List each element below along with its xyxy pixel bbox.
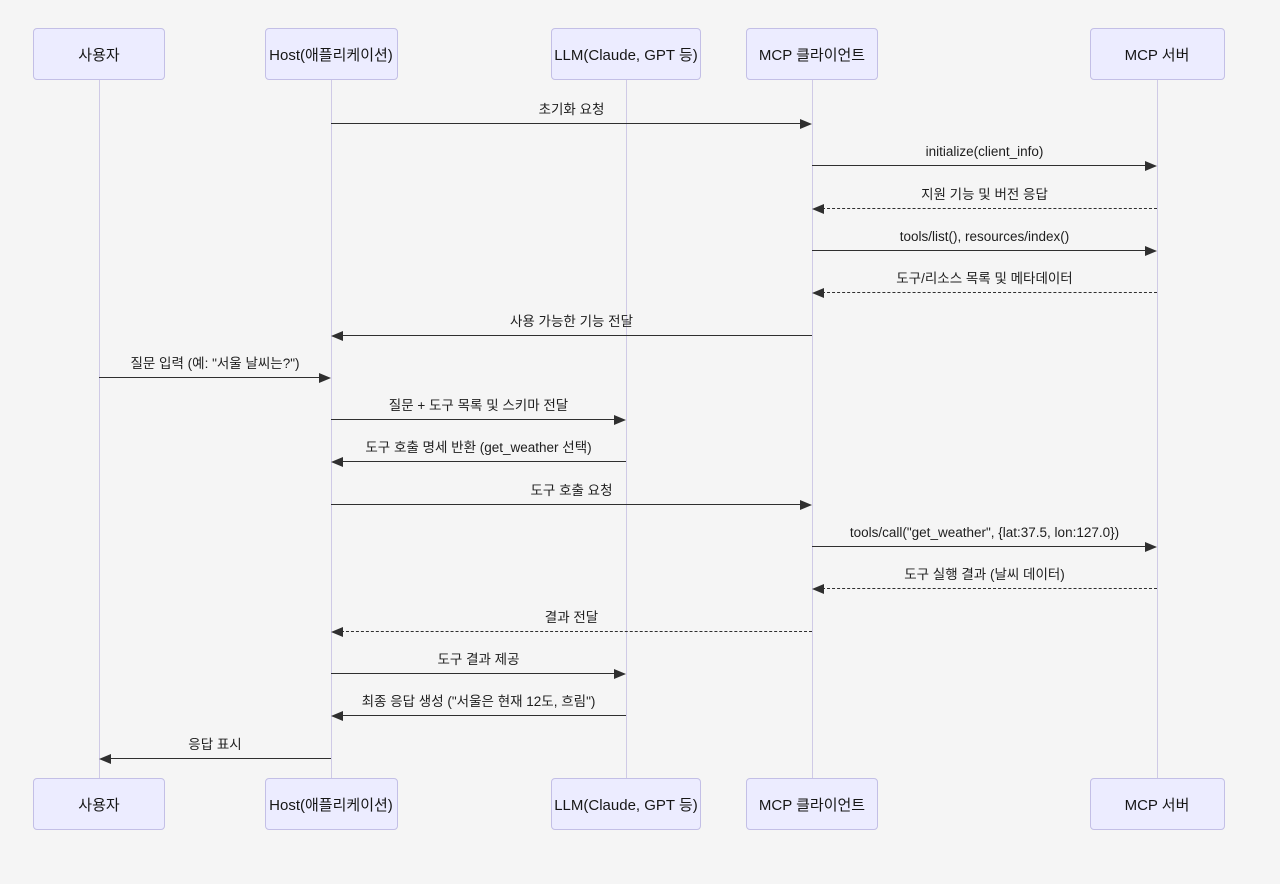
participant-label: LLM(Claude, GPT 등) — [554, 46, 698, 64]
message-label: 결과 전달 — [544, 609, 599, 625]
participant-box-mcp_client-top: MCP 클라이언트 — [746, 28, 878, 80]
participant-label: 사용자 — [78, 46, 120, 64]
participant-label: Host(애플리케이션) — [269, 46, 393, 64]
participant-label: MCP 서버 — [1124, 46, 1190, 64]
message-line — [812, 546, 1147, 547]
message-label: 최종 응답 생성 ("서울은 현재 12도, 흐림") — [361, 694, 596, 710]
message-line — [341, 461, 626, 463]
participant-box-mcp_client-bottom: MCP 클라이언트 — [746, 778, 878, 830]
lifeline-user — [98, 80, 100, 778]
lifeline-llm — [625, 80, 627, 778]
message-label: 지원 기능 및 버전 응답 — [921, 186, 1048, 202]
participant-label: LLM(Claude, GPT 등) — [554, 796, 698, 814]
message-line — [341, 334, 812, 336]
lifeline-host — [330, 80, 332, 778]
message-line — [812, 249, 1147, 251]
message-line — [812, 165, 1147, 167]
message-arrowhead-right — [800, 499, 812, 510]
participant-box-host-bottom: Host(애플리케이션) — [264, 778, 398, 830]
message-line — [331, 123, 802, 124]
message-arrowhead-right — [800, 119, 812, 129]
lifeline-mcp_server — [1156, 80, 1158, 778]
message-arrowhead-left — [812, 288, 824, 299]
message-label: 도구 호출 요청 — [530, 482, 613, 498]
message-line — [822, 207, 1157, 209]
message-arrowhead-left — [812, 203, 824, 214]
message-arrowhead-right — [1145, 542, 1157, 552]
message-arrowhead-left — [812, 584, 824, 595]
message-arrowhead-right — [1145, 161, 1157, 172]
message-arrowhead-right — [614, 668, 626, 679]
participant-box-llm-bottom: LLM(Claude, GPT 등) — [551, 778, 701, 830]
message-label: 사용 가능한 기능 전달 — [509, 313, 634, 329]
participant-box-mcp_server-bottom: MCP 서버 — [1089, 778, 1225, 830]
message-arrowhead-right — [319, 372, 331, 383]
participant-label: MCP 클라이언트 — [758, 46, 866, 64]
message-line — [99, 376, 321, 378]
message-label: 질문 입력 (예: "서울 날씨는?") — [130, 355, 300, 371]
message-line — [331, 503, 802, 505]
message-label: 응답 표시 — [188, 736, 242, 752]
message-arrowhead-right — [614, 415, 626, 426]
participant-label: MCP 클라이언트 — [758, 796, 866, 814]
message-label: 도구 결과 제공 — [437, 651, 520, 667]
participant-label: Host(애플리케이션) — [269, 796, 393, 814]
message-label: tools/list(), resources/index() — [899, 228, 1070, 244]
message-label: 도구/리소스 목록 및 메타데이터 — [896, 271, 1073, 287]
message-line — [341, 630, 812, 632]
message-line — [109, 757, 331, 759]
participant-box-user-bottom: 사용자 — [33, 778, 165, 830]
message-label: 질문 + 도구 목록 및 스키마 전달 — [388, 398, 569, 414]
message-label: 도구 실행 결과 (날씨 데이터) — [904, 567, 1065, 583]
message-arrowhead-right — [1145, 245, 1157, 256]
participant-label: MCP 서버 — [1124, 796, 1190, 814]
message-line — [331, 672, 616, 674]
message-line — [331, 419, 616, 421]
message-arrowhead-left — [331, 330, 343, 341]
message-line — [822, 588, 1157, 590]
message-label: initialize(client_info) — [925, 144, 1044, 160]
participant-box-host-top: Host(애플리케이션) — [264, 28, 398, 80]
message-label: tools/call("get_weather", {lat:37.5, lon… — [849, 525, 1120, 540]
participant-box-mcp_server-top: MCP 서버 — [1089, 28, 1225, 80]
message-line — [822, 292, 1157, 294]
message-label: 도구 호출 명세 반환 (get_weather 선택) — [365, 440, 592, 456]
participant-box-user-top: 사용자 — [33, 28, 165, 80]
message-label: 초기화 요청 — [538, 102, 605, 117]
participant-label: 사용자 — [78, 796, 120, 814]
message-arrowhead-left — [331, 626, 343, 637]
lifeline-mcp_client — [811, 80, 813, 778]
message-arrowhead-left — [99, 753, 111, 764]
message-arrowhead-left — [331, 711, 343, 722]
message-arrowhead-left — [331, 457, 343, 468]
message-line — [341, 715, 626, 717]
participant-box-llm-top: LLM(Claude, GPT 등) — [551, 28, 701, 80]
